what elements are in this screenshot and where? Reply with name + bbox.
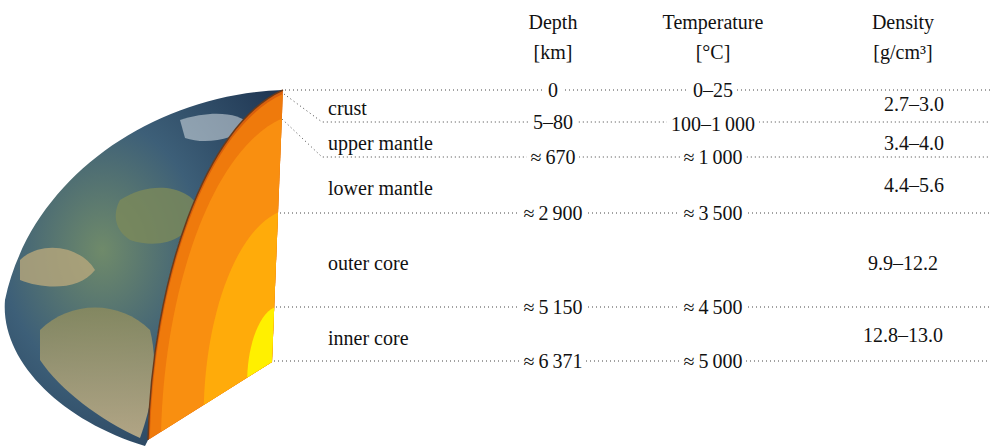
temperature-value: ≈ 4 500 bbox=[680, 295, 747, 319]
layer-name: lower mantle bbox=[324, 176, 437, 200]
temperature-value: ≈ 3 500 bbox=[680, 201, 747, 225]
column-unit: [km] bbox=[530, 40, 577, 64]
density-value: 3.4–4.0 bbox=[880, 131, 948, 155]
density-value: 9.9–12.2 bbox=[864, 251, 942, 275]
depth-value: ≈ 670 bbox=[527, 145, 580, 169]
depth-value: ≈ 2 900 bbox=[520, 201, 587, 225]
density-value: 2.7–3.0 bbox=[880, 92, 948, 116]
temperature-value: 0–25 bbox=[689, 78, 737, 102]
column-header: Depth bbox=[525, 10, 582, 34]
layer-name: crust bbox=[324, 96, 371, 120]
column-unit: [°C] bbox=[692, 40, 735, 64]
layer-name: outer core bbox=[324, 251, 413, 275]
depth-value: ≈ 5 150 bbox=[520, 295, 587, 319]
temperature-value: 100–1 000 bbox=[667, 112, 759, 136]
dotted-guide bbox=[282, 119, 990, 157]
column-header: Density bbox=[868, 10, 938, 34]
dotted-guide bbox=[274, 361, 990, 362]
column-unit: [g/cm³] bbox=[869, 40, 936, 64]
dotted-guide bbox=[280, 213, 990, 214]
surface-edge bbox=[148, 90, 283, 440]
temperature-value: ≈ 5 000 bbox=[680, 349, 747, 373]
globe-surface bbox=[5, 90, 283, 446]
land-mass bbox=[40, 308, 154, 439]
dotted-guide bbox=[285, 90, 990, 91]
density-value: 4.4–5.6 bbox=[880, 173, 948, 197]
density-value: 12.8–13.0 bbox=[859, 323, 947, 347]
lower-mantle-layer bbox=[161, 119, 282, 432]
crust-layer bbox=[148, 90, 283, 440]
depth-value: ≈ 6 371 bbox=[520, 349, 587, 373]
depth-value: 5–80 bbox=[529, 110, 577, 134]
layer-name: inner core bbox=[324, 326, 413, 350]
column-header: Temperature bbox=[659, 10, 768, 34]
inner-core-layer bbox=[247, 308, 274, 378]
outer-core-layer bbox=[204, 212, 278, 405]
temperature-value: ≈ 1 000 bbox=[680, 145, 747, 169]
dotted-guide bbox=[276, 307, 990, 308]
depth-value: 0 bbox=[544, 78, 562, 102]
land-mass bbox=[20, 248, 95, 287]
layer-name: upper mantle bbox=[324, 131, 437, 155]
upper-mantle-layer bbox=[150, 94, 283, 439]
